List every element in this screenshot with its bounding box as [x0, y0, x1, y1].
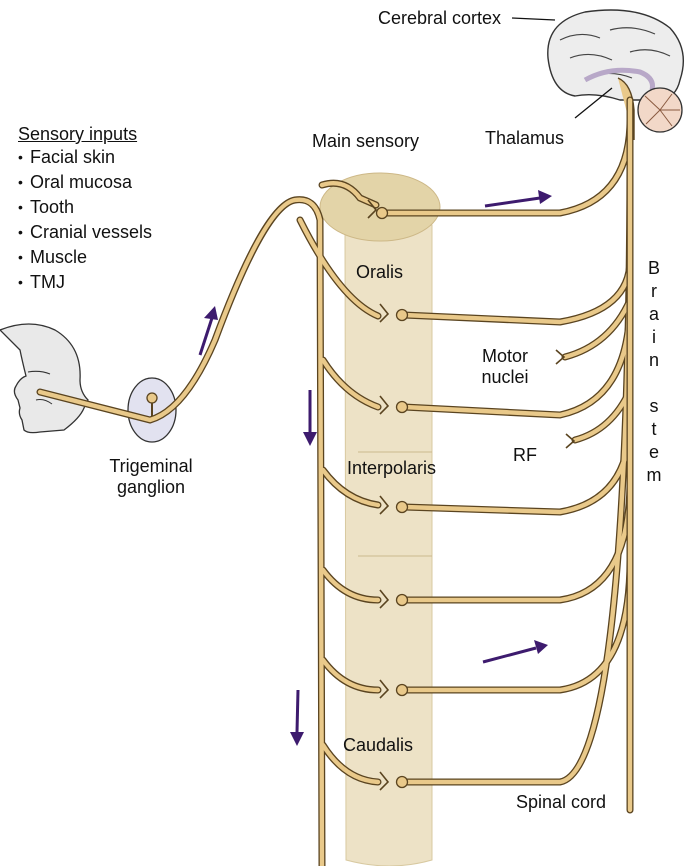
- list-item: Cranial vessels: [18, 220, 152, 245]
- list-item: Tooth: [18, 195, 152, 220]
- caudalis-label: Caudalis: [343, 735, 413, 756]
- brain-stem-letter: [645, 373, 663, 396]
- list-item: Oral mucosa: [18, 170, 152, 195]
- brain-stem-letter: m: [645, 465, 663, 488]
- brain-stem-letter: n: [645, 350, 663, 373]
- brain-stem-letter: s: [645, 396, 663, 419]
- sensory-inputs-list: Sensory inputs Facial skin Oral mucosa T…: [18, 124, 152, 295]
- list-item: TMJ: [18, 270, 152, 295]
- rf-label: RF: [513, 445, 537, 466]
- sensory-inputs-title: Sensory inputs: [18, 124, 152, 145]
- list-item: Muscle: [18, 245, 152, 270]
- spinal-cord-label: Spinal cord: [516, 792, 606, 813]
- cerebral-cortex-label: Cerebral cortex: [378, 8, 501, 29]
- brain-stem-letter: a: [645, 304, 663, 327]
- interpolaris-label: Interpolaris: [347, 458, 436, 479]
- brain-stem-letter: r: [645, 281, 663, 304]
- thalamus-label: Thalamus: [485, 128, 564, 149]
- sensory-inputs-items: Facial skin Oral mucosa Tooth Cranial ve…: [18, 145, 152, 295]
- main-sensory-label: Main sensory: [312, 131, 419, 152]
- brain-stem-letter: B: [645, 258, 663, 281]
- motor-nuclei-label: Motor nuclei: [474, 346, 536, 387]
- oralis-label: Oralis: [356, 262, 403, 283]
- brain-stem-letter: e: [645, 442, 663, 465]
- trigeminal-ganglion-label: Trigeminal ganglion: [96, 456, 206, 497]
- list-item: Facial skin: [18, 145, 152, 170]
- brain-stem-label: B r a i n s t e m: [645, 258, 663, 488]
- brain-stem-letter: i: [645, 327, 663, 350]
- brain-stem-letter: t: [645, 419, 663, 442]
- brain-sagittal-icon: [548, 10, 684, 140]
- human-head-profile-icon: [0, 324, 88, 433]
